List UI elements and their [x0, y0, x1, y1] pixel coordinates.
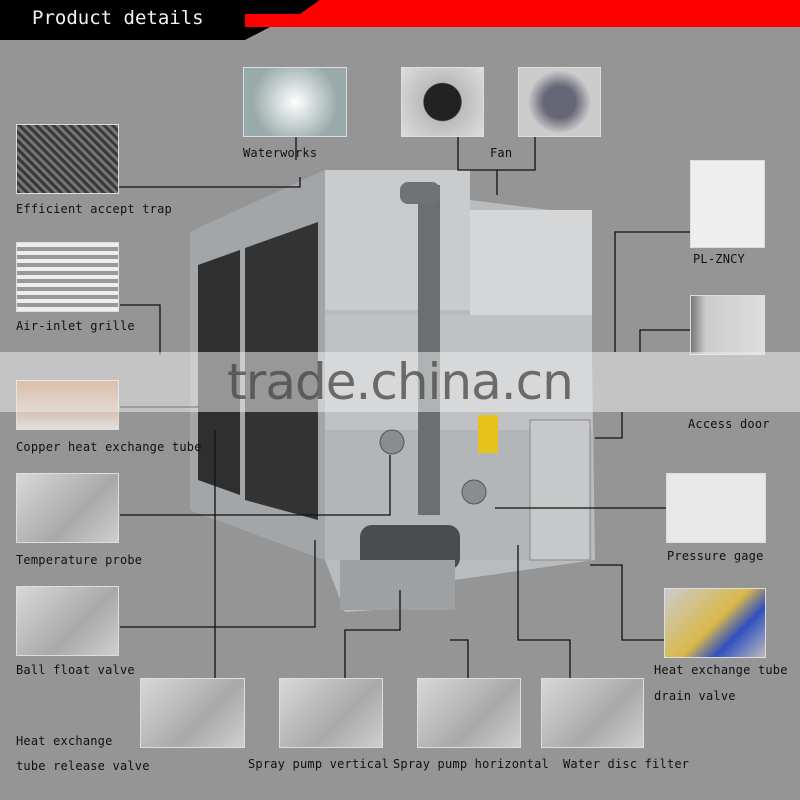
- pressure-gage-image: [666, 473, 766, 543]
- label-copper-heat-exchange-tube: Copper heat exchange tube: [16, 440, 202, 454]
- watermark-text: trade.china.cn: [227, 353, 574, 411]
- label-waterworks: Waterworks: [243, 146, 318, 160]
- label-spray-pump-horizontal: Spray pump horizontal: [393, 757, 549, 771]
- label-heat-exchange-release-line1: Heat exchange: [16, 734, 113, 748]
- label-water-disc-filter: Water disc filter: [563, 757, 690, 771]
- fan-image-1: [401, 67, 484, 137]
- header-banner: [0, 0, 800, 40]
- heat-exchange-tube-release-valve-image: [140, 678, 245, 748]
- label-drain-valve-line2: drain valve: [654, 689, 736, 703]
- temperature-probe-image: [16, 473, 119, 543]
- label-air-inlet-grille: Air-inlet grille: [16, 319, 135, 333]
- label-efficient-accept-trap: Efficient accept trap: [16, 202, 172, 216]
- label-access-door: Access door: [688, 417, 770, 431]
- label-fan: Fan: [490, 146, 513, 160]
- spray-pump-horizontal-image: [417, 678, 521, 748]
- heat-exchange-tube-drain-valve-image: [664, 588, 766, 658]
- waterworks-image: [243, 67, 347, 137]
- page-title: Product details: [32, 7, 204, 29]
- efficient-accept-trap-image: [16, 124, 119, 194]
- label-pressure-gage: Pressure gage: [667, 549, 764, 563]
- water-disc-filter-image: [541, 678, 644, 748]
- ball-float-valve-image: [16, 586, 119, 656]
- connector-lines: [67, 137, 690, 678]
- access-door-image: [690, 295, 765, 355]
- label-spray-pump-vertical: Spray pump vertical: [248, 757, 390, 771]
- label-ball-float-valve: Ball float valve: [16, 663, 135, 677]
- label-pl-zncy: PL-ZNCY: [693, 252, 745, 266]
- spray-pump-vertical-image: [279, 678, 383, 748]
- air-inlet-grille-image: [16, 242, 119, 312]
- label-drain-valve-line1: Heat exchange tube: [654, 663, 788, 677]
- watermark-band: [0, 352, 800, 412]
- label-temperature-probe: Temperature probe: [16, 553, 143, 567]
- pl-zncy-cabinet-image: [690, 160, 765, 248]
- fan-image-2: [518, 67, 601, 137]
- label-heat-exchange-release-line2: tube release valve: [16, 759, 150, 773]
